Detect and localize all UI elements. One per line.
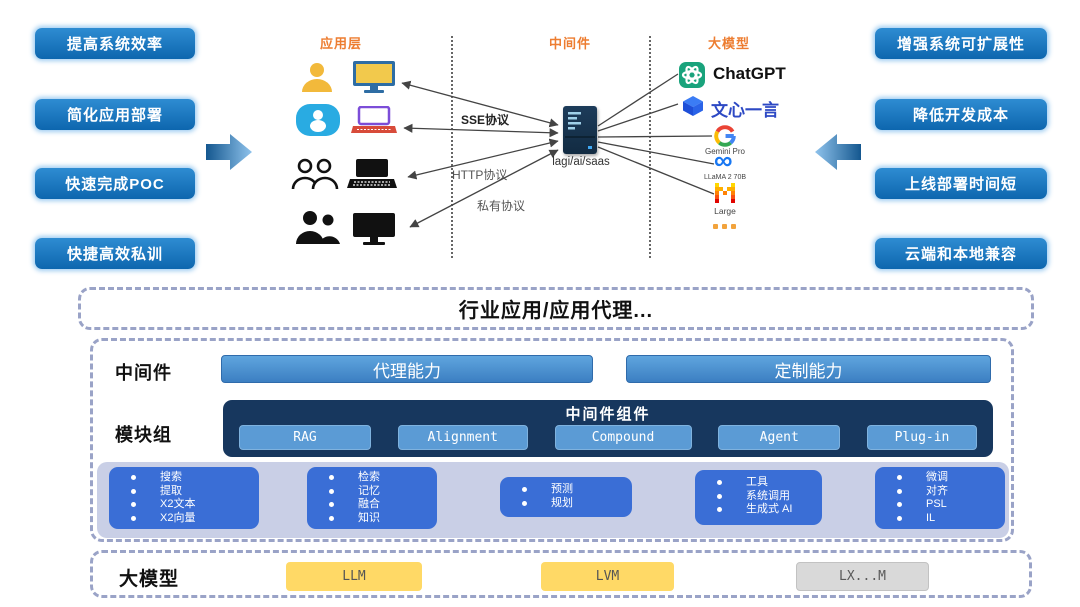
chatgpt-label: ChatGPT [713, 64, 786, 83]
component-plugin: Plug-in [867, 425, 977, 450]
module-item: 记忆 [307, 485, 437, 499]
module-item: PSL [875, 498, 1005, 512]
laptop-black-icon [347, 159, 397, 188]
benefit-right-2: 降低开发成本 [875, 99, 1047, 130]
middleware-components-title: 中间件组件 [565, 406, 651, 423]
large-models-label: 大模型 [119, 569, 180, 590]
module-item: 系统调用 [695, 490, 822, 504]
industry-application-box: 行业应用/应用代理... [78, 287, 1034, 330]
protocol-private-label: 私有协议 [477, 199, 526, 213]
module-items-container: 搜索 提取 X2文本 X2向量 检索 记忆 融合 知识 预测 规划 [97, 462, 1009, 538]
arrow-left-icon [815, 134, 861, 170]
module-item: X2文本 [109, 498, 259, 512]
module-item: 规划 [500, 497, 632, 511]
component-rag: RAG [239, 425, 371, 450]
large-models-box: 大模型 LLM LVM LX...M [90, 550, 1032, 598]
agent-modules-box: 工具 系统调用 生成式 AI [695, 470, 822, 525]
agent-capability-bar: 代理能力 [221, 355, 593, 383]
module-item: 对齐 [875, 485, 1005, 499]
protocol-http-label: HTTP协议 [452, 168, 508, 182]
arrow-right-icon [206, 134, 252, 170]
lvm-box: LVM [541, 562, 674, 591]
middleware-box: 中间件 代理能力 定制能力 模块组 中间件组件 RAG Alignment Co… [90, 338, 1014, 542]
monitor-icon [353, 61, 395, 93]
protocol-sse-label: SSE协议 [461, 113, 510, 127]
rag-modules-box: 搜索 提取 X2文本 X2向量 [109, 467, 259, 529]
llm-box: LLM [286, 562, 422, 591]
plugin-modules-box: 微调 对齐 PSL IL [875, 467, 1005, 529]
people-filled-icon [296, 211, 340, 244]
mistral-icon [715, 183, 735, 203]
industry-application-title: 行业应用/应用代理... [458, 300, 654, 322]
module-group-label: 模块组 [115, 425, 172, 445]
benefit-left-3: 快速完成POC [35, 168, 195, 199]
benefit-left-1: 提高系统效率 [35, 28, 195, 59]
alignment-modules-box: 检索 记忆 融合 知识 [307, 467, 437, 529]
module-item: X2向量 [109, 512, 259, 526]
gemini-label: Gemini Pro [704, 147, 745, 156]
module-item: 预测 [500, 483, 632, 497]
middleware-row-label: 中间件 [115, 363, 172, 383]
wenxin-label: 文心一言 [711, 101, 779, 120]
component-compound: Compound [554, 425, 692, 450]
separator-app-middleware [451, 36, 453, 258]
laptop-purple-icon [351, 106, 397, 133]
chat-bot-icon [296, 104, 340, 136]
mistral-large-label: Large [714, 206, 736, 216]
benefit-right-3: 上线部署时间短 [875, 168, 1047, 199]
component-agent: Agent [718, 425, 841, 450]
component-alignment: Alignment [397, 425, 528, 450]
module-item: 生成式 AI [695, 503, 822, 517]
more-models-icon [713, 224, 736, 229]
monitor-black-icon [353, 213, 395, 245]
server-label: lagi/ai/saas [552, 156, 610, 168]
benefit-left-4: 快捷高效私训 [35, 238, 195, 269]
module-item: 提取 [109, 485, 259, 499]
server-icon [563, 106, 597, 154]
middleware-label: 中间件 [549, 36, 592, 51]
module-item: 知识 [307, 512, 437, 526]
wenxin-icon [683, 96, 703, 116]
module-item: 工具 [695, 476, 822, 490]
benefit-left-2: 简化应用部署 [35, 99, 195, 130]
separator-middleware-models [649, 36, 651, 258]
user-icon [302, 63, 332, 92]
module-item: 融合 [307, 498, 437, 512]
benefit-right-4: 云端和本地兼容 [875, 238, 1047, 269]
group-outline-icon [291, 158, 339, 190]
module-item: 微调 [875, 471, 1005, 485]
module-item: 搜索 [109, 471, 259, 485]
meta-icon: ∞ [714, 145, 733, 175]
llama-label: LLaMA 2 70B [703, 174, 747, 181]
models-label: 大模型 [708, 36, 751, 51]
middleware-components-bar: 中间件组件 RAG Alignment Compound Agent Plug-… [223, 400, 993, 457]
benefit-right-1: 增强系统可扩展性 [875, 28, 1047, 59]
chatgpt-icon [679, 62, 705, 88]
lxm-box: LX...M [796, 562, 929, 591]
module-item: IL [875, 512, 1005, 526]
app-layer-label: 应用层 [320, 36, 363, 51]
google-icon [714, 125, 736, 147]
module-item: 检索 [307, 471, 437, 485]
compound-modules-box: 预测 规划 [500, 477, 632, 517]
custom-capability-bar: 定制能力 [626, 355, 991, 383]
